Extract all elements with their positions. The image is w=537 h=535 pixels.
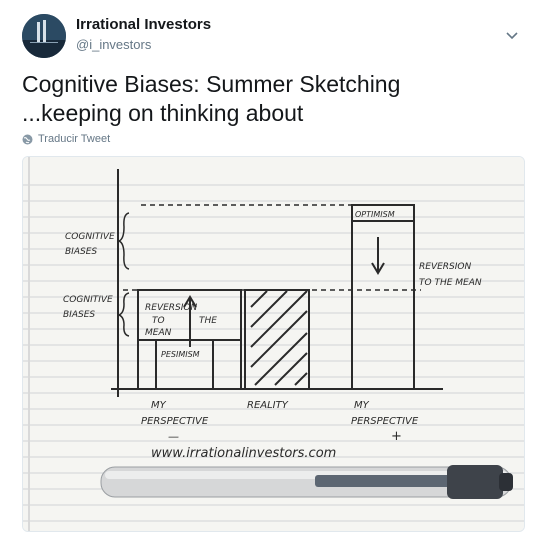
globe-icon: [22, 134, 33, 144]
cognitive-biases-top-label-2: BIASES: [65, 247, 97, 257]
minus-sign: —: [168, 430, 179, 443]
translate-tweet-link[interactable]: Traducir Tweet: [22, 133, 110, 145]
reality-bar: [244, 289, 310, 390]
reversion-right-label-2: TO THE MEAN: [419, 278, 482, 288]
reversion-left-label-4: MEAN: [145, 328, 172, 338]
my-perspective-left-1: MY: [151, 400, 167, 411]
reversion-left-label-2: TO: [152, 316, 165, 326]
cognitive-biases-mid-label-2: BIASES: [63, 310, 95, 320]
reversion-right-label-1: REVERSION: [419, 262, 471, 272]
author-avatar[interactable]: [22, 14, 66, 58]
author-handle[interactable]: @i_investors: [76, 37, 152, 52]
pesimism-label: PESIMISM: [161, 350, 200, 359]
cognitive-biases-top-label-1: COGNITIVE: [65, 232, 115, 242]
translate-label: Traducir Tweet: [38, 133, 111, 145]
tweet-text-line-2: ...keeping on thinking about: [22, 100, 304, 126]
tweet-photo[interactable]: COGNITIVE BIASES COGNITIVE BIASES REVERS…: [22, 156, 525, 532]
sketch-drawing: COGNITIVE BIASES COGNITIVE BIASES REVERS…: [23, 157, 524, 531]
reversion-left-label-1: REVERSION: [145, 303, 197, 313]
pen-image: [100, 465, 513, 499]
my-perspective-right-1: MY: [354, 400, 370, 411]
brace-top: [116, 212, 130, 270]
pesimism-box: [155, 339, 214, 390]
url-handwriting: www.irrationalinvestors.com: [151, 446, 336, 461]
cognitive-biases-mid-label-1: COGNITIVE: [63, 295, 113, 305]
my-perspective-right-2: PERSPECTIVE: [351, 416, 419, 427]
optimism-label: OPTIMISM: [355, 210, 395, 219]
right-bar: [351, 204, 415, 390]
avatar-image: [22, 14, 66, 58]
chevron-down-icon[interactable]: [503, 26, 521, 44]
plus-sign: +: [391, 429, 402, 444]
tweet-text: Cognitive Biases: Summer Sketching ...ke…: [22, 70, 512, 128]
tweet-text-line-1: Cognitive Biases: Summer Sketching: [22, 71, 401, 97]
reversion-left-label-3: THE: [199, 316, 217, 326]
brace-mid: [116, 292, 130, 337]
reality-label: REALITY: [247, 400, 289, 411]
author-name[interactable]: Irrational Investors: [76, 16, 212, 33]
my-perspective-left-2: PERSPECTIVE: [141, 416, 209, 427]
